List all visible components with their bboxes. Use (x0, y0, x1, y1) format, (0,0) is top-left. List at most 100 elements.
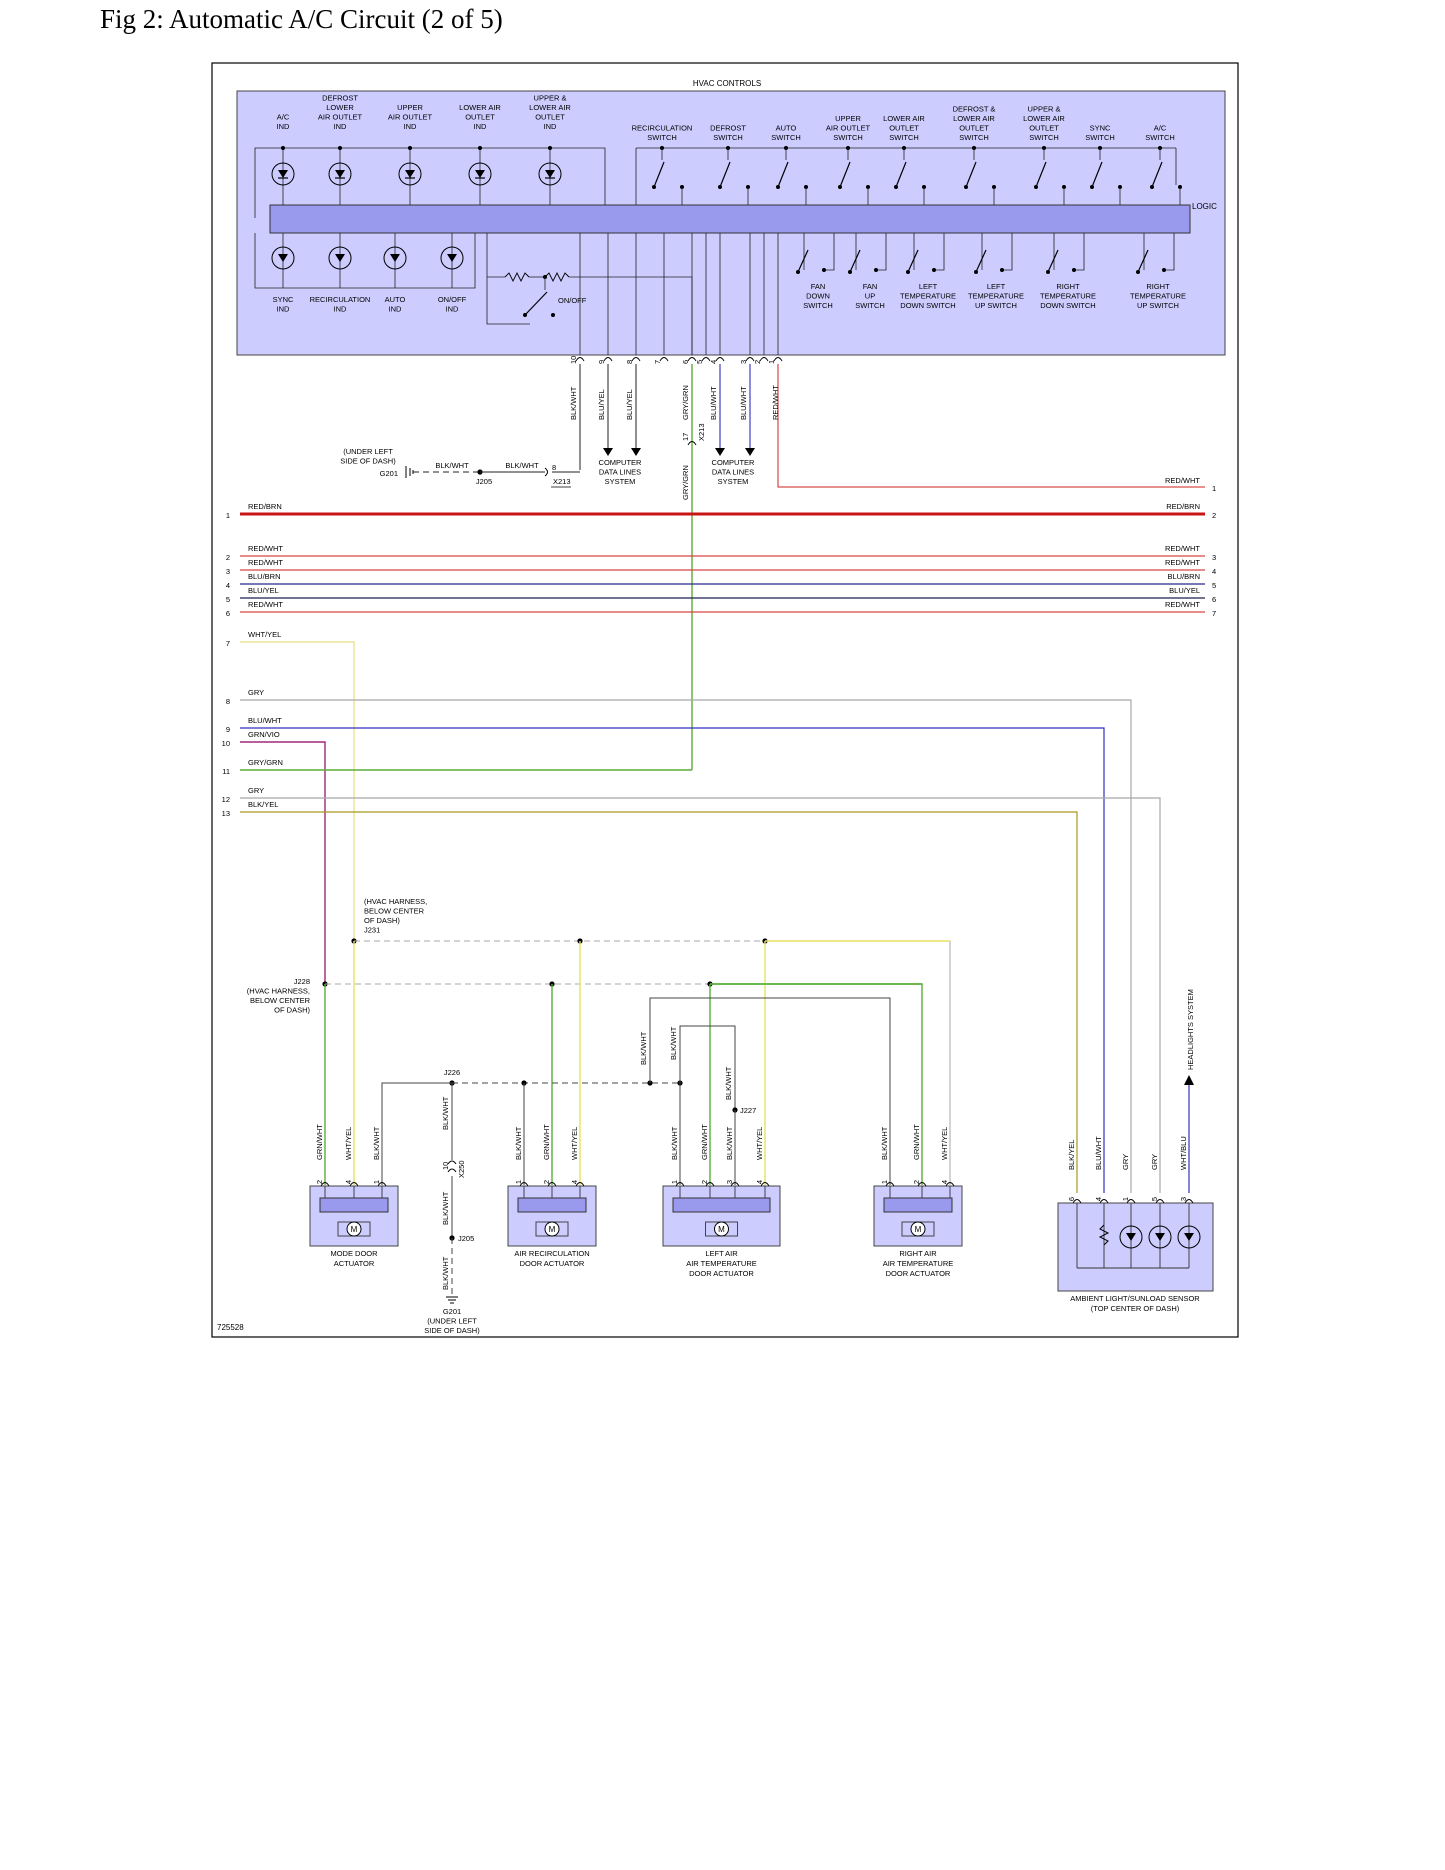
harness-line-label: GRY (248, 688, 264, 697)
switch-label: LOWER AIR (1023, 114, 1065, 123)
connector-pin-number: 4 (709, 360, 718, 364)
wire-label: BLK/WHT (441, 1256, 450, 1290)
splice-label: J205 (476, 477, 492, 486)
switch-blade (895, 161, 907, 188)
page-title: Fig 2: Automatic A/C Circuit (2 of 5) (100, 4, 503, 34)
connector-pin-number: 10 (441, 1162, 450, 1170)
wire-label: BLU/WHT (1094, 1136, 1103, 1170)
switch-label: OUTLET (1029, 124, 1059, 133)
splice-label: BELOW CENTER (364, 907, 425, 916)
switch-blade (1091, 161, 1103, 188)
switch-blade (965, 161, 977, 188)
harness-line-number: 12 (222, 795, 230, 804)
switch-label: LOWER AIR (953, 114, 995, 123)
connector-pin-number: 1 (767, 360, 776, 364)
switch-label: SWITCH (1085, 133, 1115, 142)
motor-icon (544, 1221, 560, 1237)
headlights-system-label: HEADLIGHTS SYSTEM (1186, 989, 1195, 1070)
connector-pin (945, 1182, 955, 1187)
switch-label: SWITCH (959, 133, 989, 142)
led-triangle-icon (390, 254, 400, 262)
switch-blade (1047, 249, 1059, 273)
led-indicator-icon (398, 162, 422, 186)
connector-pin (659, 357, 669, 362)
splice-label: (HVAC HARNESS, (247, 987, 310, 996)
switch-label: SWITCH (1029, 133, 1059, 142)
wire-blk-yel (240, 811, 1078, 1193)
harness-line-number: 13 (222, 809, 230, 818)
wire-label: BLK/WHT (372, 1126, 381, 1160)
switch-blade (524, 291, 548, 316)
indicator-label: IND (277, 122, 291, 131)
connector-pin (1155, 1199, 1165, 1204)
switch-label: AUTO (776, 124, 797, 133)
harness-line-label: WHT/YEL (248, 630, 281, 639)
ground-location-label: (UNDER LEFT (427, 1317, 477, 1326)
indicator-label: UPPER (397, 103, 423, 112)
wire-label: BLK/YEL (1067, 1140, 1076, 1170)
splice-label: J205 (458, 1234, 474, 1243)
actuator-label: MODE DOOR (330, 1249, 378, 1258)
switch-label: A/C (1154, 124, 1167, 133)
harness-line-number: 7 (226, 639, 230, 648)
splice-label: J231 (364, 926, 380, 935)
connector-pin-number: 7 (653, 360, 662, 364)
connector-pin (1072, 1199, 1082, 1204)
switch-contact (1090, 185, 1094, 189)
connector-pin (759, 357, 769, 362)
indicator-label: LOWER AIR (529, 103, 571, 112)
connector-pin-number: 10 (569, 356, 578, 364)
wire-label: GRY/GRN (681, 465, 690, 500)
wire-label: BLK/WHT (880, 1126, 889, 1160)
connector-pin (715, 357, 725, 362)
connector-pin-number: 4 (570, 1180, 579, 1184)
indicator-bus (254, 233, 476, 289)
connector-pin (603, 357, 613, 362)
harness-line-number: 9 (226, 725, 230, 734)
led-indicator-icon (468, 162, 492, 186)
led-triangle-icon (278, 170, 288, 178)
diode-triangle-icon (1155, 1233, 1165, 1241)
ground-location-label: SIDE OF DASH) (424, 1326, 480, 1335)
computer-data-lines-label: DATA LINES (712, 468, 754, 477)
connector-pin (447, 1160, 457, 1173)
harness-line-number: 4 (226, 581, 230, 590)
harness-line-number: 2 (226, 553, 230, 562)
harness-line-label: BLU/YEL (248, 586, 279, 595)
figure-id: 725528 (217, 1323, 244, 1332)
wire-label: BLK/WHT (514, 1126, 523, 1160)
switch-label: DOWN SWITCH (900, 301, 955, 310)
indicator-label: UPPER & (534, 94, 567, 103)
connector-pin (1099, 1199, 1109, 1204)
indicator-node (548, 146, 552, 150)
arrow-icon (1184, 1075, 1194, 1085)
wire-wht-yel (240, 641, 355, 940)
connector-pin (687, 357, 697, 362)
connector-pin-number: 1 (1121, 1197, 1130, 1201)
splice-label: BELOW CENTER (250, 996, 311, 1005)
wire-grn-vio (240, 741, 326, 983)
led-triangle-icon (447, 254, 457, 262)
harness-line-number: 1 (226, 511, 230, 520)
indicator-node (338, 146, 342, 150)
wire-label: WHT/YEL (940, 1127, 949, 1160)
connector-pin-number: 4 (940, 1180, 949, 1184)
switch-contact (964, 185, 968, 189)
led-triangle-icon (278, 254, 288, 262)
onoff-lead (486, 233, 530, 325)
actuator-board (517, 1197, 587, 1213)
connector-name: X213 (553, 477, 571, 486)
switch-label: TEMPERATURE (1040, 292, 1096, 301)
switch-label: RIGHT (1056, 282, 1080, 291)
led-indicator-icon (383, 246, 407, 270)
switch-lead (1074, 233, 1085, 271)
wire-label: BLK/WHT (505, 461, 539, 470)
actuator-board (883, 1197, 953, 1213)
switch-contact (906, 270, 910, 274)
led-indicator-icon (440, 246, 464, 270)
switch-label: SWITCH (1145, 133, 1175, 142)
actuator-label: AIR TEMPERATURE (686, 1259, 757, 1268)
switch-label: AIR OUTLET (826, 124, 871, 133)
connector-pin-number: 3 (1179, 1197, 1188, 1201)
switch-label: SWITCH (803, 301, 833, 310)
